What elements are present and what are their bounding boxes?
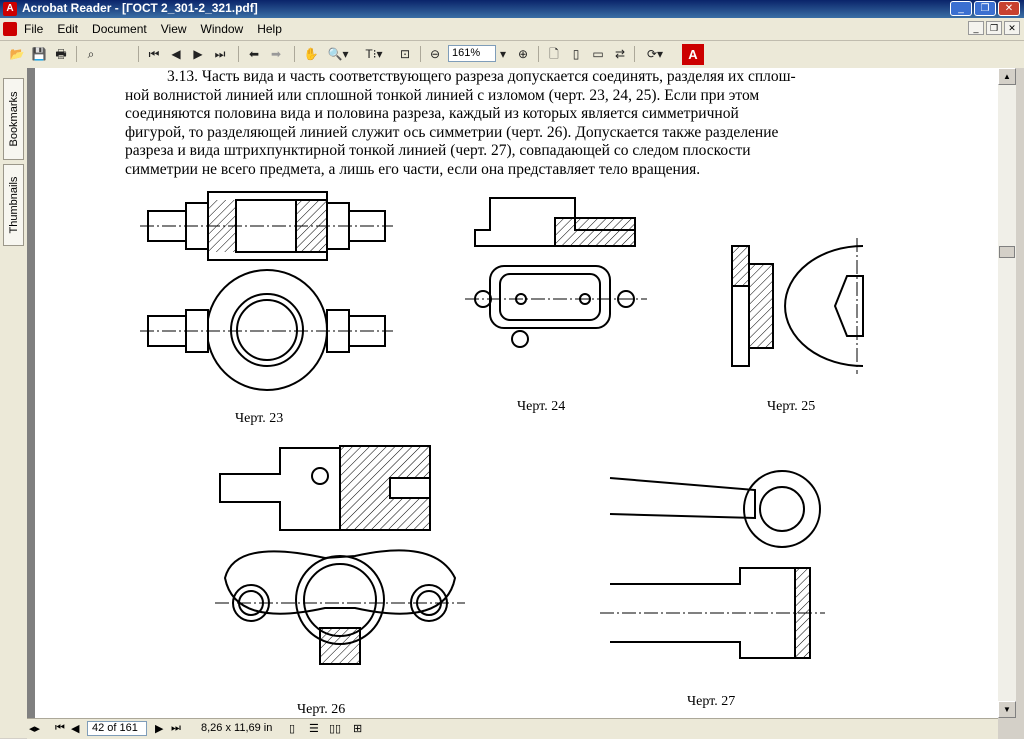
forward-icon[interactable]: ➡ — [270, 47, 282, 61]
next-page-icon[interactable]: ▶ — [155, 723, 164, 735]
doc-minimize-button[interactable]: _ — [968, 21, 984, 35]
text-select-icon[interactable]: T⁝▾ — [365, 47, 383, 61]
caption-fig23: Черт. 23 — [235, 411, 284, 426]
zoom-out-icon[interactable]: ⊖ — [429, 47, 441, 61]
paragraph-line-text: 3.13. Часть вида и часть соответствующег… — [167, 68, 796, 85]
fig24-drawing — [465, 197, 647, 348]
scroll-up-icon[interactable]: ▲ — [998, 68, 1016, 85]
document-area[interactable]: 3.13. Часть вида и часть соответствующег… — [27, 68, 998, 718]
fig26-bottom-view — [215, 549, 465, 665]
toolbar-separator — [76, 46, 77, 62]
menu-help[interactable]: Help — [257, 22, 282, 36]
close-button[interactable]: ✕ — [998, 1, 1020, 16]
actual-size-icon[interactable]: 🗋 — [549, 47, 559, 61]
nav-toggle-icon[interactable]: ◂▸ — [29, 723, 41, 735]
fig25-drawing — [731, 238, 864, 374]
paragraph-line: фигурой, то разделяющей линией служит ос… — [125, 123, 779, 141]
paragraph-line: 3.13. Часть вида и часть соответствующег… — [125, 68, 913, 87]
reflow-icon[interactable]: ⇄ — [614, 47, 626, 61]
tab-thumbnails[interactable]: Thumbnails — [3, 164, 24, 246]
print-icon[interactable]: 🖶 — [55, 47, 67, 61]
first-page-icon[interactable]: ⏮ — [148, 47, 160, 61]
menu-document[interactable]: Document — [92, 22, 147, 36]
paragraph-line: соединяются половина вида и половина раз… — [125, 105, 739, 122]
toolbar-separator — [420, 46, 421, 62]
zoom-dropdown-icon[interactable]: ▾ — [499, 47, 507, 61]
fig26-top-view — [219, 445, 431, 531]
doc-restore-button[interactable]: ❐ — [986, 21, 1002, 35]
paragraph-line: разреза и вида штрихпунктирной тонкой ли… — [125, 142, 751, 159]
fit-width-icon[interactable]: ▭ — [592, 47, 604, 61]
open-icon[interactable]: 📂 — [9, 47, 25, 61]
technical-drawings — [140, 191, 864, 665]
fig23-bottom-view — [140, 269, 393, 391]
facing-icon[interactable]: ▯▯ — [329, 723, 342, 735]
back-icon[interactable]: ⬅ — [248, 47, 260, 61]
toolbar-separator — [138, 46, 139, 62]
window-border — [1016, 68, 1024, 738]
tab-thumbnails-label: Thumbnails — [8, 176, 20, 234]
hand-tool-icon[interactable]: ✋ — [303, 47, 319, 61]
scroll-thumb[interactable] — [999, 246, 1015, 258]
tab-bookmarks-label: Bookmarks — [8, 91, 20, 147]
single-page-icon[interactable]: ▯ — [289, 723, 296, 735]
scroll-down-icon[interactable]: ▼ — [998, 701, 1016, 718]
title-bar: A Acrobat Reader - [ГОСТ 2_301-2_321.pdf… — [0, 0, 1024, 18]
continuous-facing-icon[interactable]: ⊞ — [353, 723, 363, 735]
caption-fig27: Черт. 27 — [687, 694, 736, 709]
prev-page-icon[interactable]: ◀ — [171, 47, 181, 61]
fig27-drawing — [600, 470, 825, 659]
first-page-icon[interactable]: ⏮ — [55, 722, 65, 734]
page-size-label: 8,26 x 11,69 in — [201, 722, 273, 734]
doc-close-button[interactable]: ✕ — [1004, 21, 1020, 35]
restore-button[interactable]: ❐ — [974, 1, 996, 16]
zoom-input[interactable]: 161% — [448, 45, 496, 62]
page-number-input[interactable]: 42 of 161 — [87, 721, 147, 736]
caption-fig24: Черт. 24 — [517, 399, 566, 414]
tab-bookmarks[interactable]: Bookmarks — [3, 78, 24, 160]
menu-window[interactable]: Window — [200, 22, 244, 36]
toolbar-separator — [538, 46, 539, 62]
paragraph: 3.13. Часть вида и часть соответствующег… — [125, 68, 913, 179]
paragraph-line: ной волнистой линией или сплошной тонкой… — [125, 86, 760, 104]
navigation-pane: Bookmarks Thumbnails — [0, 68, 28, 738]
fig23-top-view — [140, 191, 393, 261]
snapshot-icon[interactable]: ⊡ — [399, 47, 411, 61]
save-icon[interactable]: 💾 — [31, 47, 47, 61]
zoom-in-icon[interactable]: ⊕ — [517, 47, 529, 61]
rotate-icon[interactable]: ⟳▾ — [646, 47, 664, 61]
toolbar: 📂 💾 🖶 ⌕ ⏮ ◀ ▶ ⏭ ⬅ ➡ ✋ 🔍▾ T⁝▾ ⊡ ⊖ 161% ▾ … — [0, 41, 1024, 69]
adobe-logo-icon[interactable]: A — [682, 44, 704, 65]
zoom-tool-icon[interactable]: 🔍▾ — [327, 47, 349, 61]
continuous-icon[interactable]: ☰ — [309, 723, 319, 735]
next-page-icon[interactable]: ▶ — [193, 47, 203, 61]
status-bar: ◂▸ ⏮ ◀ 42 of 161 ▶ ⏭ 8,26 x 11,69 in ▯ ☰… — [27, 718, 998, 739]
prev-page-icon[interactable]: ◀ — [71, 723, 80, 735]
minimize-button[interactable]: _ — [950, 1, 972, 16]
pdf-page: 3.13. Часть вида и часть соответствующег… — [35, 68, 998, 718]
vertical-scrollbar[interactable]: ▲ ▼ — [998, 68, 1016, 718]
menu-view[interactable]: View — [160, 22, 187, 36]
last-page-icon[interactable]: ⏭ — [171, 722, 181, 734]
find-icon[interactable]: ⌕ — [87, 47, 95, 61]
menu-edit[interactable]: Edit — [57, 22, 79, 36]
toolbar-separator — [294, 46, 295, 62]
last-page-icon[interactable]: ⏭ — [214, 47, 226, 61]
toolbar-separator — [238, 46, 239, 62]
menu-file[interactable]: File — [24, 22, 44, 36]
caption-fig25: Черт. 25 — [767, 399, 816, 414]
window-title: Acrobat Reader - [ГОСТ 2_301-2_321.pdf] — [22, 1, 258, 15]
toolbar-separator — [634, 46, 635, 62]
fit-page-icon[interactable]: ▯ — [572, 47, 580, 61]
paragraph-line: симметрии не всего предмета, а лишь его … — [125, 160, 701, 178]
acrobat-icon: A — [3, 2, 17, 16]
menu-bar: File Edit Document View Window Help _ ❐ … — [0, 18, 1024, 41]
document-icon[interactable] — [3, 22, 17, 36]
caption-fig26: Черт. 26 — [297, 702, 346, 717]
